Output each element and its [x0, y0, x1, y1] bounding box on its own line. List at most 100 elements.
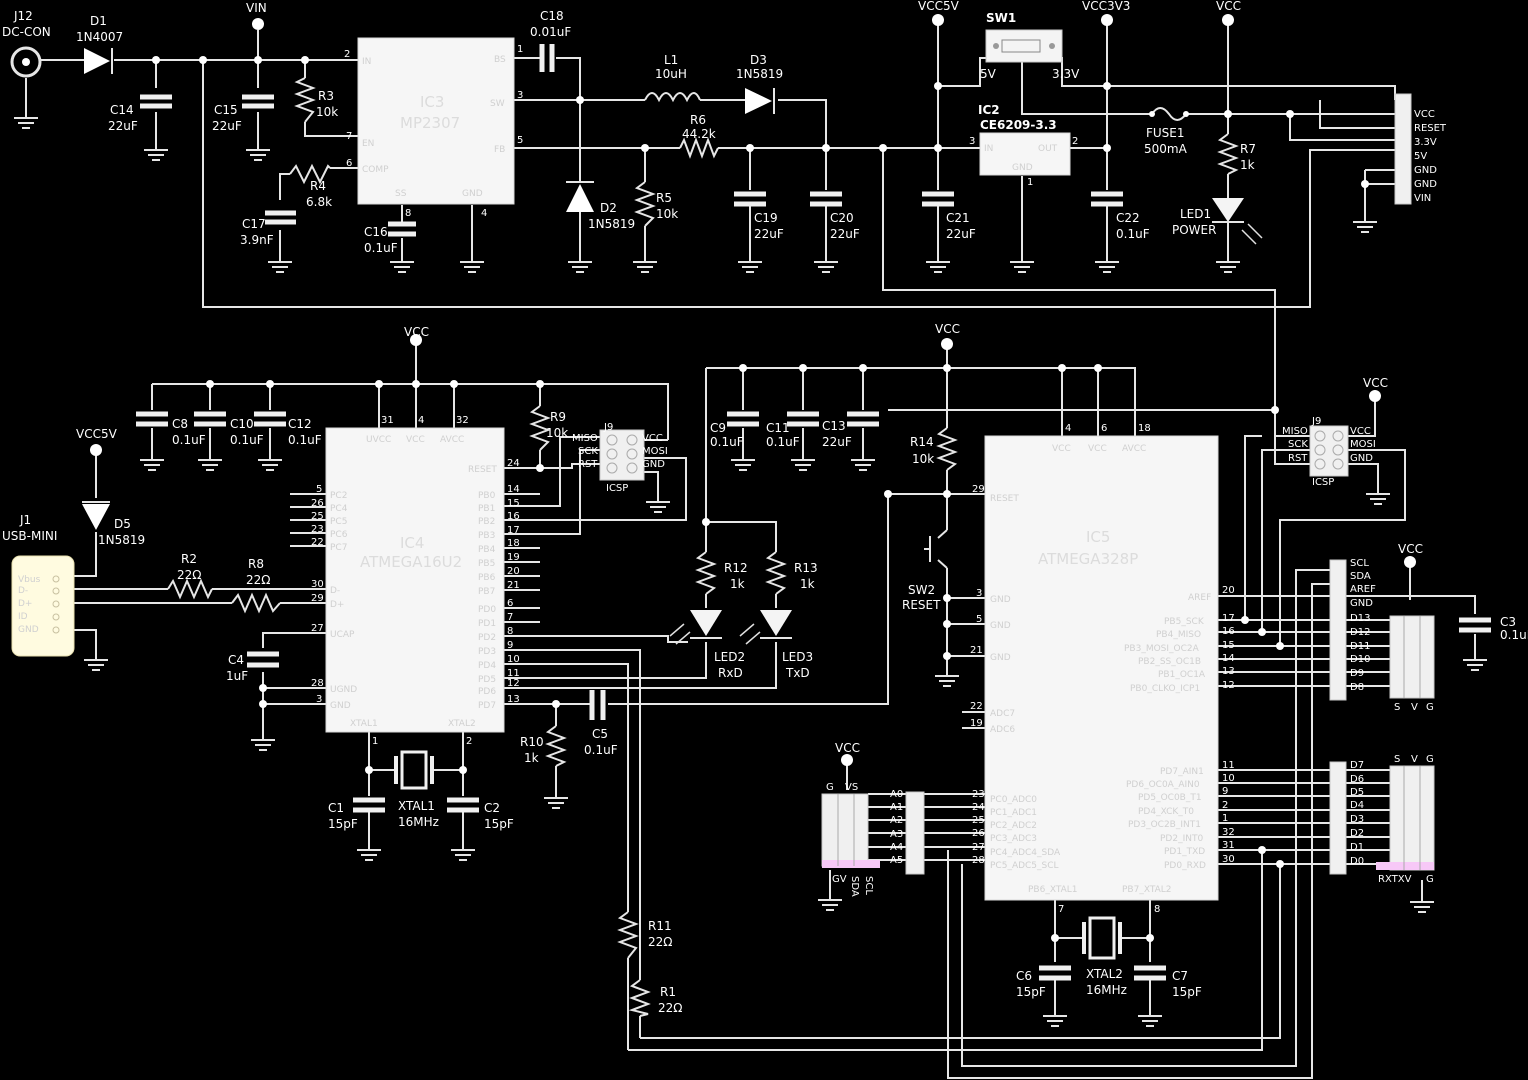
- digital-header-bottom: D7 D6 D5 D4 D3 D2 D1 D0 S V G RXTXV G: [1329, 754, 1435, 885]
- svg-text:16: 16: [507, 511, 520, 522]
- svg-text:PD3: PD3: [478, 647, 496, 657]
- svg-text:G: G: [1426, 702, 1434, 713]
- svg-text:S: S: [1394, 702, 1400, 713]
- svg-text:VCC: VCC: [1088, 444, 1107, 454]
- svg-text:R2: R2: [181, 552, 197, 566]
- svg-text:2: 2: [466, 736, 472, 747]
- svg-text:20: 20: [1222, 585, 1235, 596]
- icsp-header-2: J9 ICSP MISO SCK RST VCC MOSI GND: [1282, 416, 1376, 488]
- svg-text:23: 23: [311, 524, 324, 535]
- svg-text:SCK: SCK: [1288, 439, 1308, 450]
- svg-text:1N5819: 1N5819: [98, 533, 145, 547]
- svg-text:1N5819: 1N5819: [736, 67, 783, 81]
- svg-text:SCK: SCK: [578, 446, 598, 457]
- svg-text:21: 21: [970, 645, 983, 656]
- svg-text:0.1uF: 0.1uF: [584, 743, 618, 757]
- svg-text:C8: C8: [172, 417, 188, 431]
- rail-label-vcc: VCC: [835, 741, 860, 755]
- svg-text:A2: A2: [890, 815, 903, 826]
- svg-text:PB0_CLKO_ICP1: PB0_CLKO_ICP1: [1130, 684, 1200, 694]
- svg-text:8: 8: [1154, 904, 1160, 915]
- junction-dots: [152, 56, 1369, 942]
- svg-text:VCC: VCC: [642, 433, 663, 444]
- svg-text:11: 11: [507, 668, 520, 679]
- svg-text:G: G: [1426, 754, 1434, 765]
- svg-text:1uF: 1uF: [226, 669, 248, 683]
- svg-text:LED3: LED3: [782, 650, 813, 664]
- svg-text:PB2_SS_OC1B: PB2_SS_OC1B: [1138, 657, 1201, 667]
- svg-text:A4: A4: [890, 842, 903, 853]
- svg-text:GND: GND: [990, 621, 1011, 631]
- svg-text:D13: D13: [1350, 613, 1370, 624]
- svg-text:PC7: PC7: [330, 543, 347, 553]
- svg-text:COMP: COMP: [362, 165, 389, 175]
- svg-text:PC4: PC4: [330, 504, 348, 514]
- svg-text:C19: C19: [754, 211, 778, 225]
- svg-text:R7: R7: [1240, 142, 1256, 156]
- svg-text:D9: D9: [1350, 668, 1364, 679]
- svg-text:1: 1: [1027, 177, 1033, 188]
- svg-text:J9: J9: [603, 422, 613, 433]
- svg-text:24: 24: [507, 458, 520, 469]
- svg-text:GND: GND: [330, 701, 351, 711]
- svg-text:C2: C2: [484, 801, 500, 815]
- svg-text:22Ω: 22Ω: [177, 568, 201, 582]
- svg-text:C11: C11: [766, 421, 790, 435]
- svg-text:PB0: PB0: [478, 491, 496, 501]
- svg-text:PC4_ADC4_SDA: PC4_ADC4_SDA: [990, 848, 1061, 858]
- svg-text:1k: 1k: [730, 577, 745, 591]
- svg-text:GND: GND: [462, 189, 483, 199]
- svg-text:26: 26: [311, 498, 324, 509]
- svg-text:D+: D+: [330, 600, 344, 610]
- svg-text:26: 26: [972, 828, 985, 839]
- rail-label-vcc5v: VCC5V: [918, 0, 960, 13]
- svg-text:R6: R6: [690, 113, 706, 127]
- svg-text:PB6: PB6: [478, 573, 496, 583]
- ic4-atmega16u2: IC4 ATMEGA16U2 PC2 PC4 PC5 PC6 PC7 D- D+…: [311, 415, 520, 747]
- svg-text:PB1_OC1A: PB1_OC1A: [1158, 670, 1206, 680]
- svg-text:D4: D4: [1350, 800, 1364, 811]
- svg-text:MISO: MISO: [1282, 426, 1308, 437]
- svg-text:5V: 5V: [980, 67, 997, 81]
- svg-text:D12: D12: [1350, 627, 1370, 638]
- svg-text:R5: R5: [656, 191, 672, 205]
- svg-text:0.1uF: 0.1uF: [172, 433, 206, 447]
- svg-text:1: 1: [372, 736, 378, 747]
- svg-text:2: 2: [344, 49, 350, 60]
- svg-text:SW: SW: [490, 99, 505, 109]
- svg-text:22uF: 22uF: [754, 227, 784, 241]
- svg-text:21: 21: [507, 580, 520, 591]
- svg-text:OUT: OUT: [1038, 144, 1058, 154]
- svg-text:R9: R9: [550, 410, 566, 424]
- rail-label-vcc3v3: VCC3V3: [1082, 0, 1130, 13]
- svg-text:CE6209-3.3: CE6209-3.3: [980, 118, 1057, 132]
- svg-text:RXTXV: RXTXV: [1378, 874, 1412, 885]
- svg-text:D3: D3: [750, 53, 767, 67]
- svg-text:PD4: PD4: [478, 661, 496, 671]
- svg-text:PD3_OC2B_INT1: PD3_OC2B_INT1: [1128, 820, 1201, 830]
- svg-text:LED2: LED2: [714, 650, 745, 664]
- svg-text:0.01uF: 0.01uF: [530, 25, 571, 39]
- svg-text:C13: C13: [822, 419, 846, 433]
- rail-label-vcc5v: VCC5V: [76, 427, 118, 441]
- svg-text:10uH: 10uH: [655, 67, 687, 81]
- svg-text:19: 19: [970, 718, 983, 729]
- svg-text:R13: R13: [794, 561, 818, 575]
- svg-text:0.1uF: 0.1uF: [710, 435, 744, 449]
- svg-text:AVCC: AVCC: [1122, 444, 1146, 454]
- ic3-mp2307: IC3 MP2307 IN EN COMP SS GND BS SW FB 2 …: [344, 37, 523, 219]
- svg-text:R3: R3: [318, 89, 334, 103]
- svg-text:PC5_ADC5_SCL: PC5_ADC5_SCL: [990, 861, 1059, 871]
- svg-text:15: 15: [1222, 640, 1235, 651]
- svg-text:3: 3: [517, 90, 523, 101]
- svg-text:AREF: AREF: [1188, 593, 1211, 603]
- svg-text:15: 15: [507, 498, 520, 509]
- svg-text:V: V: [1411, 754, 1418, 765]
- svg-text:C5: C5: [592, 727, 608, 741]
- svg-text:PC1_ADC1: PC1_ADC1: [990, 808, 1037, 818]
- svg-text:C7: C7: [1172, 969, 1188, 983]
- svg-text:7: 7: [507, 612, 513, 623]
- svg-text:G: G: [1426, 874, 1434, 885]
- svg-text:PB7_XTAL2: PB7_XTAL2: [1122, 885, 1172, 895]
- svg-text:3: 3: [316, 694, 322, 705]
